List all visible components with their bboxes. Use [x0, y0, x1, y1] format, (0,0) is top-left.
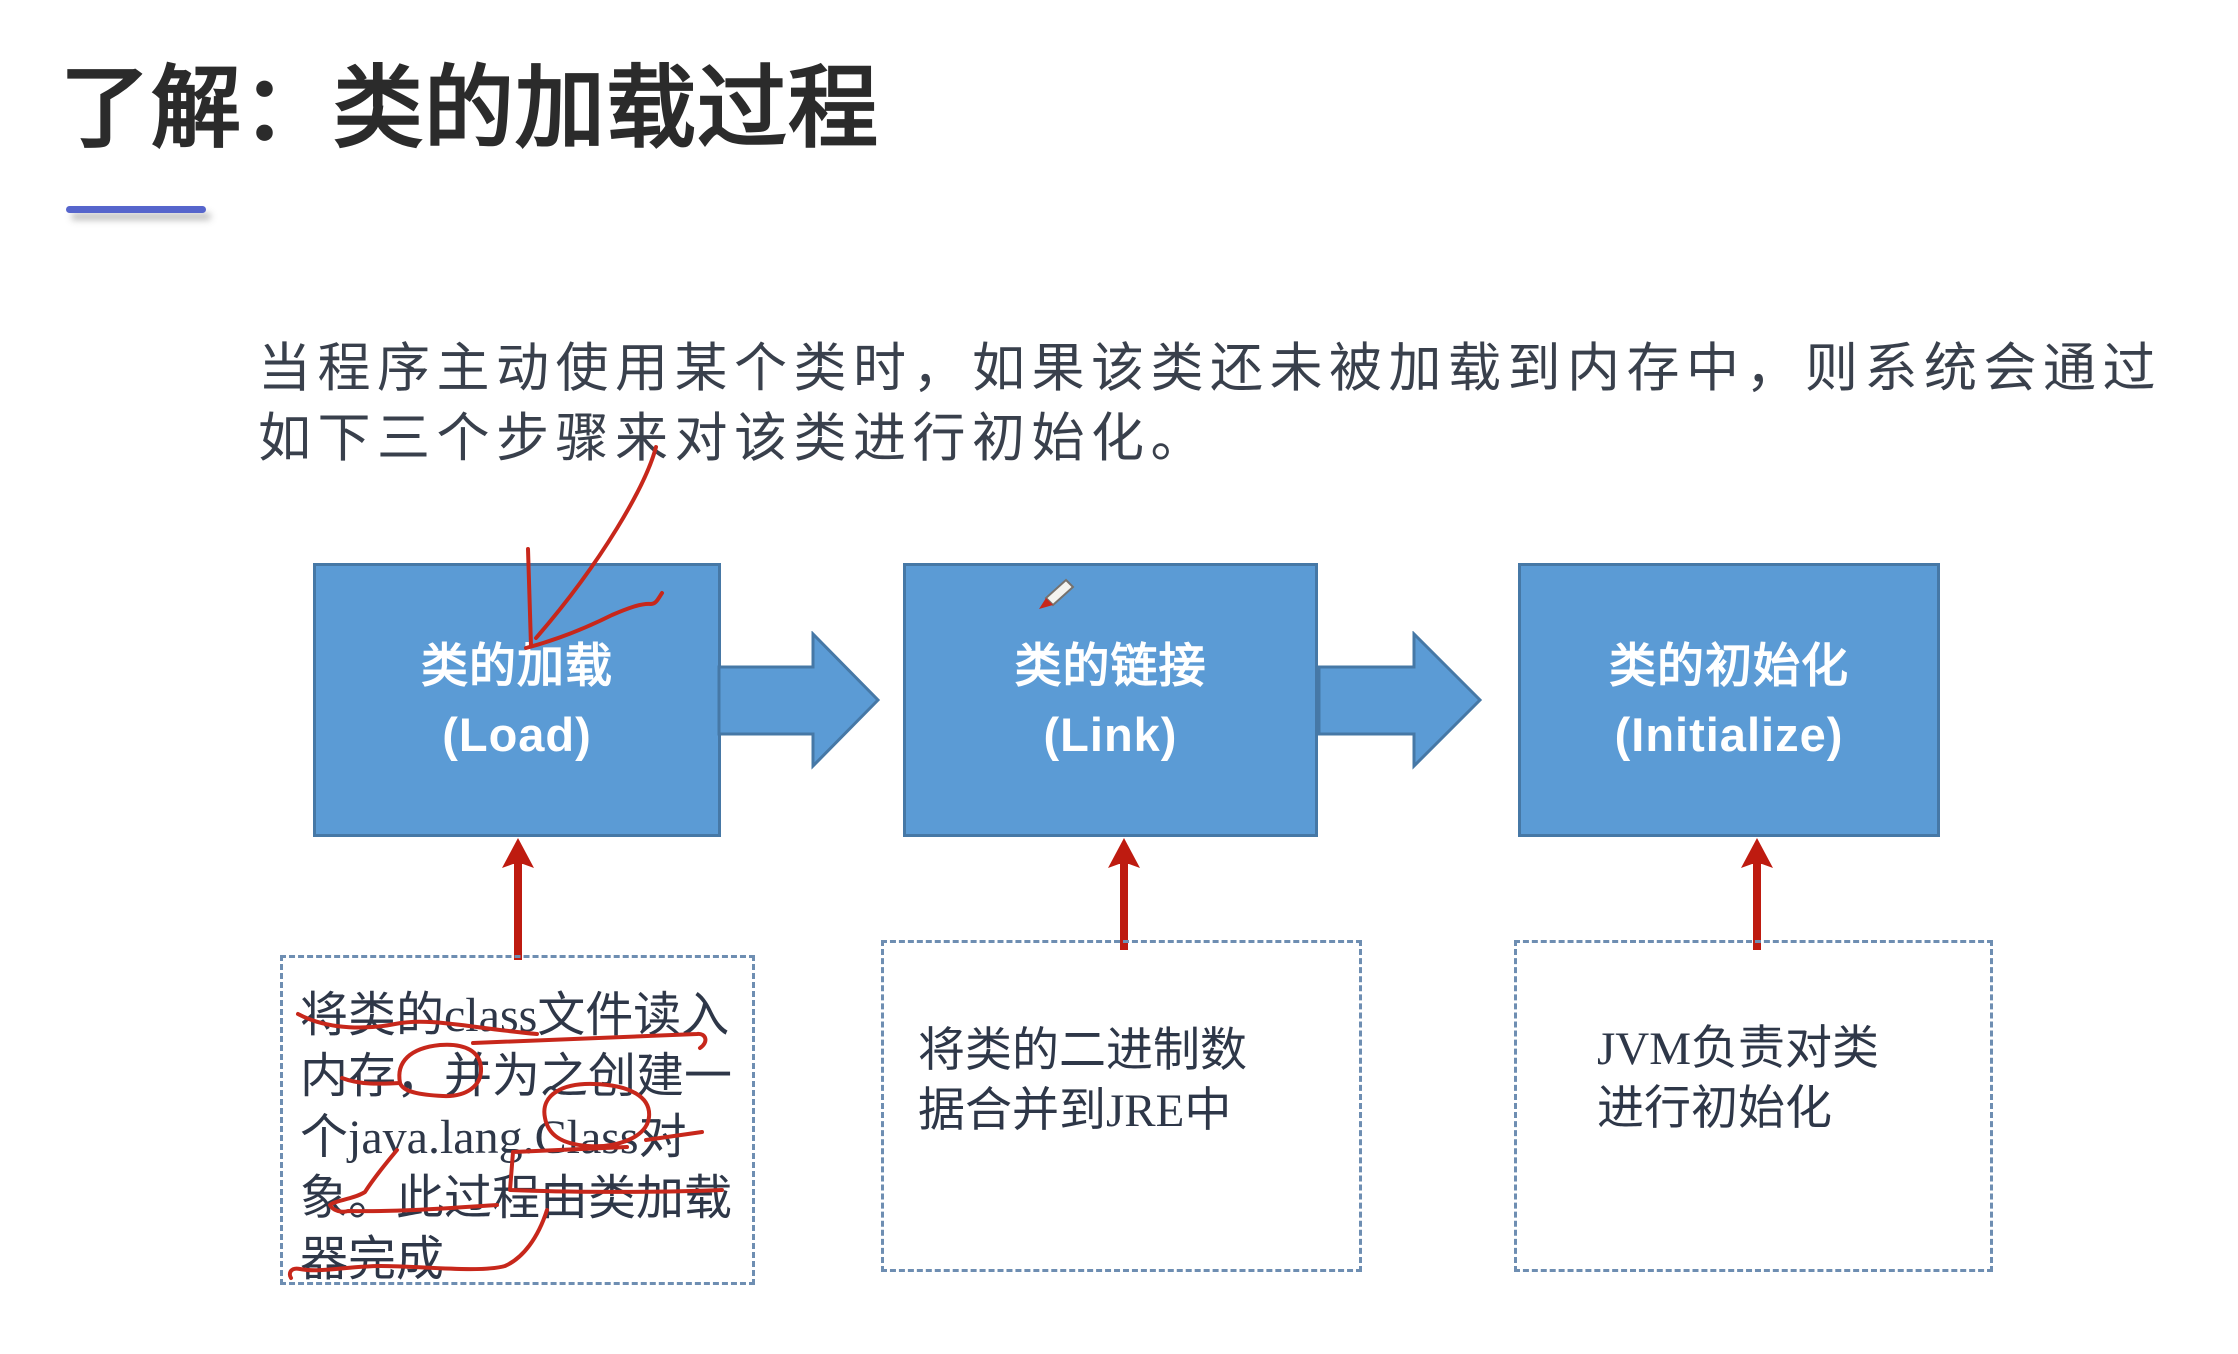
note-box-initialize: JVM负责对类 进行初始化 [1514, 940, 1993, 1272]
title-underline [66, 206, 206, 213]
note-line: JVM负责对类 [1597, 1023, 1880, 1075]
note-line: 内存，并为之创建一 [300, 1050, 733, 1103]
flow-step-load-box: 类的加载 (Load) [313, 563, 721, 837]
note-line: 将类的class文件读入 [300, 989, 730, 1042]
note-line: 个java.lang.Class对 [300, 1111, 687, 1164]
step-title-en: (Load) [442, 708, 592, 761]
red-up-arrow-icon [1741, 838, 1773, 950]
step-title-en: (Link) [1043, 708, 1178, 761]
note-line: 象。此过程由类加载 [300, 1172, 733, 1225]
flow-step-link-box: 类的链接 (Link) [903, 563, 1318, 837]
note-line: 器完成 [300, 1233, 445, 1286]
red-up-arrow-icon [1108, 838, 1140, 950]
flow-step-initialize-box: 类的初始化 (Initialize) [1518, 563, 1940, 837]
note-box-load: 将类的class文件读入 内存，并为之创建一 个java.lang.Class对… [280, 955, 755, 1286]
flow-arrow-icon [1317, 631, 1483, 770]
step-title-cn: 类的加载 [421, 639, 613, 692]
step-title-cn: 类的链接 [1014, 639, 1207, 692]
note-box-link: 将类的二进制数 据合并到JRE中 [881, 940, 1362, 1272]
note-line: 进行初始化 [1597, 1083, 1832, 1135]
flow-arrow-icon [717, 631, 881, 770]
intro-line-1: 当程序主动使用某个类时，如果该类还未被加载到内存中，则系统会通过 [258, 340, 2162, 398]
page-title: 了解：类的加载过程 [60, 59, 879, 159]
step-title-en: (Initialize) [1614, 708, 1844, 761]
intro-paragraph: 当程序主动使用某个类时，如果该类还未被加载到内存中，则系统会通过 如下三个步骤来… [258, 334, 2162, 474]
step-title-cn: 类的初始化 [1609, 639, 1849, 692]
red-up-arrow-icon [502, 838, 534, 960]
note-line: 据合并到JRE中 [918, 1085, 1232, 1137]
note-line: 将类的二进制数 [918, 1025, 1247, 1077]
intro-line-2: 如下三个步骤来对该类进行初始化。 [258, 410, 1210, 468]
